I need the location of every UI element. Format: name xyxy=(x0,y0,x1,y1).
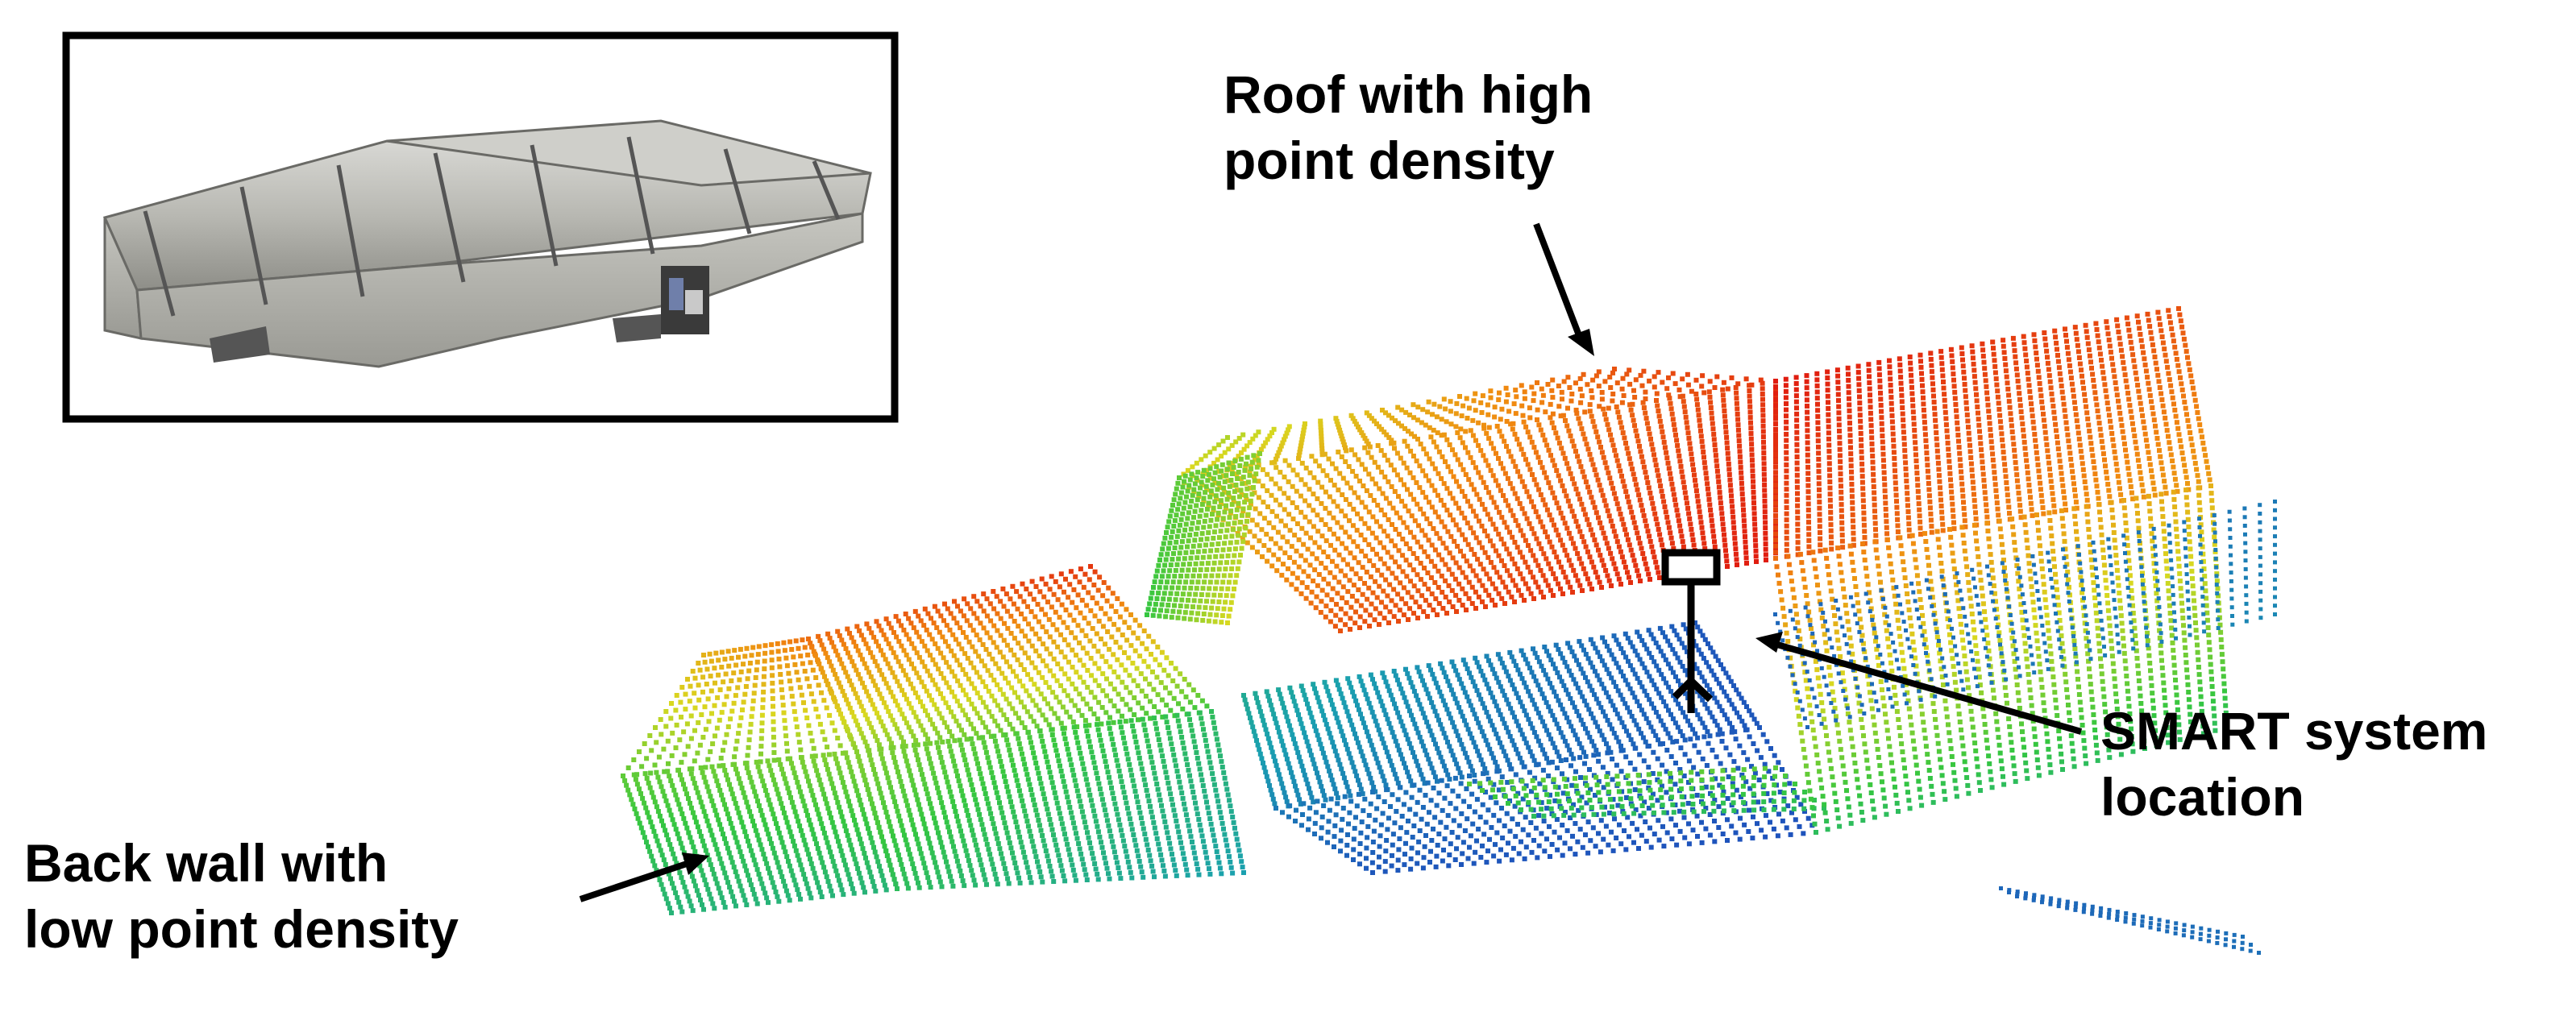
point-cloud xyxy=(621,306,2277,955)
back-wall-label: Back wall with low point density xyxy=(24,833,459,959)
smart-system-label: SMART system location xyxy=(2100,701,2488,827)
smart-system-icon xyxy=(1661,549,1721,713)
roof-arrow xyxy=(1533,222,1594,356)
back-wall-arrow xyxy=(579,852,709,902)
roof-label: Roof with high point density xyxy=(1224,64,1593,190)
inset-photo xyxy=(62,31,899,423)
system-arrow xyxy=(1755,632,2083,735)
tent-illustration xyxy=(102,119,872,368)
annotation-arrows xyxy=(579,222,2083,902)
